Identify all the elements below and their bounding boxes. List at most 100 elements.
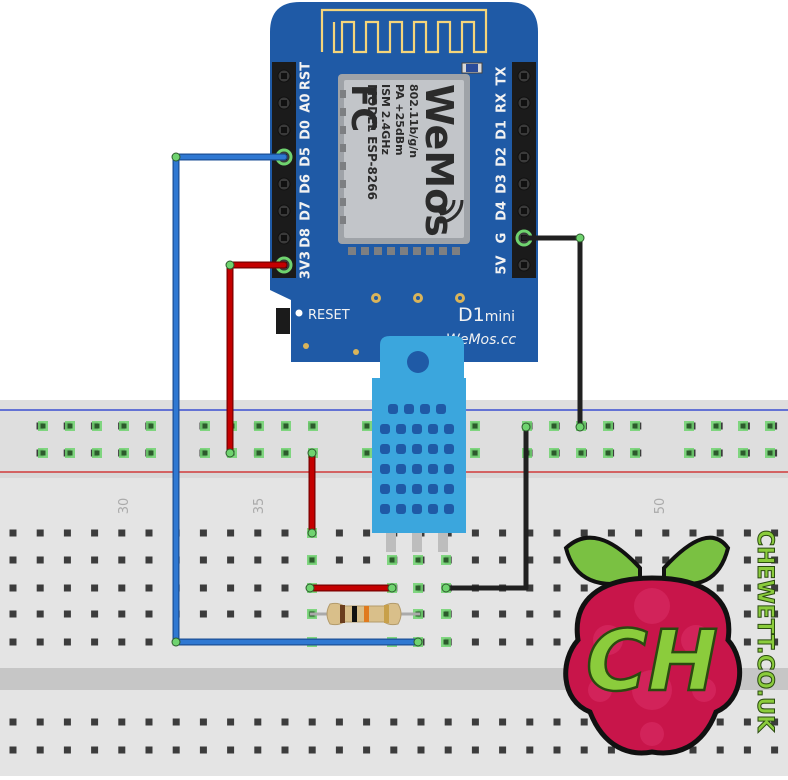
right-pin-label: D2 bbox=[495, 147, 510, 167]
hole bbox=[199, 746, 207, 754]
sensor-vent bbox=[428, 464, 438, 474]
hole bbox=[36, 610, 44, 618]
hole bbox=[63, 718, 71, 726]
right-pin-label: G bbox=[495, 233, 510, 244]
hole bbox=[743, 638, 751, 646]
hole bbox=[716, 746, 724, 754]
hole bbox=[9, 718, 17, 726]
left-pin-label: D7 bbox=[299, 201, 314, 221]
hole bbox=[36, 746, 44, 754]
sensor-vent bbox=[396, 504, 406, 514]
sensor-vent bbox=[444, 464, 454, 474]
hole bbox=[363, 718, 371, 726]
sensor-vent bbox=[444, 424, 454, 434]
board-name: D1mini bbox=[458, 304, 515, 326]
fc-mark: FC bbox=[343, 84, 383, 132]
wemos-logo-text: WeMos bbox=[417, 84, 461, 237]
right-pin-label: D3 bbox=[495, 174, 510, 194]
sensor-vent bbox=[436, 404, 446, 414]
hole bbox=[36, 718, 44, 726]
hole bbox=[281, 529, 289, 537]
hole bbox=[471, 529, 479, 537]
hole bbox=[36, 556, 44, 564]
hole bbox=[526, 529, 534, 537]
hole bbox=[118, 638, 126, 646]
hole bbox=[471, 638, 479, 646]
hole bbox=[335, 718, 343, 726]
sensor-vent bbox=[380, 464, 390, 474]
raspberry-logo: CH bbox=[563, 535, 743, 756]
hole bbox=[145, 610, 153, 618]
hole bbox=[91, 556, 99, 564]
hole bbox=[227, 610, 235, 618]
wire-d5-data bbox=[173, 154, 421, 645]
left-pin-label: D5 bbox=[299, 147, 314, 167]
sensor-vent bbox=[428, 484, 438, 494]
hole bbox=[254, 556, 262, 564]
hole bbox=[91, 638, 99, 646]
left-pin-label: D8 bbox=[299, 228, 314, 248]
hole bbox=[281, 584, 289, 592]
hole bbox=[145, 746, 153, 754]
sensor-vent bbox=[412, 464, 422, 474]
hole bbox=[254, 584, 262, 592]
right-pin-label: D1 bbox=[495, 120, 510, 140]
hole bbox=[553, 718, 561, 726]
right-pin-label: D4 bbox=[495, 201, 510, 221]
hole bbox=[199, 610, 207, 618]
hole bbox=[771, 529, 779, 537]
hole bbox=[9, 746, 17, 754]
hole bbox=[417, 746, 425, 754]
hole bbox=[335, 529, 343, 537]
hole bbox=[63, 746, 71, 754]
hole bbox=[199, 718, 207, 726]
hole bbox=[444, 718, 452, 726]
hole bbox=[743, 556, 751, 564]
hole bbox=[63, 638, 71, 646]
hole bbox=[553, 556, 561, 564]
hole bbox=[526, 638, 534, 646]
hole bbox=[444, 746, 452, 754]
hole bbox=[471, 746, 479, 754]
hole bbox=[553, 584, 561, 592]
hole bbox=[145, 529, 153, 537]
hole bbox=[63, 610, 71, 618]
hole bbox=[36, 529, 44, 537]
sensor-vent bbox=[396, 464, 406, 474]
hole bbox=[36, 638, 44, 646]
column-number: 30 bbox=[117, 498, 132, 515]
hole bbox=[118, 556, 126, 564]
hole bbox=[145, 556, 153, 564]
hole bbox=[254, 529, 262, 537]
hole bbox=[363, 556, 371, 564]
hole bbox=[118, 746, 126, 754]
hole bbox=[743, 746, 751, 754]
sensor-vent bbox=[428, 424, 438, 434]
hole bbox=[281, 746, 289, 754]
hole bbox=[118, 529, 126, 537]
watermark-initials: CH bbox=[586, 612, 718, 710]
hole bbox=[227, 529, 235, 537]
column-number: 35 bbox=[252, 498, 267, 515]
sensor-vent bbox=[444, 484, 454, 494]
dht-sensor bbox=[372, 336, 466, 552]
hole bbox=[390, 746, 398, 754]
hole bbox=[36, 584, 44, 592]
hole bbox=[499, 529, 507, 537]
hole bbox=[580, 718, 588, 726]
hole bbox=[417, 718, 425, 726]
hole bbox=[63, 556, 71, 564]
resistor bbox=[310, 602, 420, 626]
hole bbox=[635, 529, 643, 537]
hole bbox=[635, 556, 643, 564]
hole bbox=[716, 718, 724, 726]
hole bbox=[63, 529, 71, 537]
wifi-icon bbox=[437, 199, 464, 224]
hole bbox=[308, 718, 316, 726]
hole bbox=[308, 746, 316, 754]
sensor-vent bbox=[380, 504, 390, 514]
module-line-3: PA +25dBm bbox=[393, 84, 406, 156]
sensor-vent bbox=[412, 424, 422, 434]
hole bbox=[553, 746, 561, 754]
